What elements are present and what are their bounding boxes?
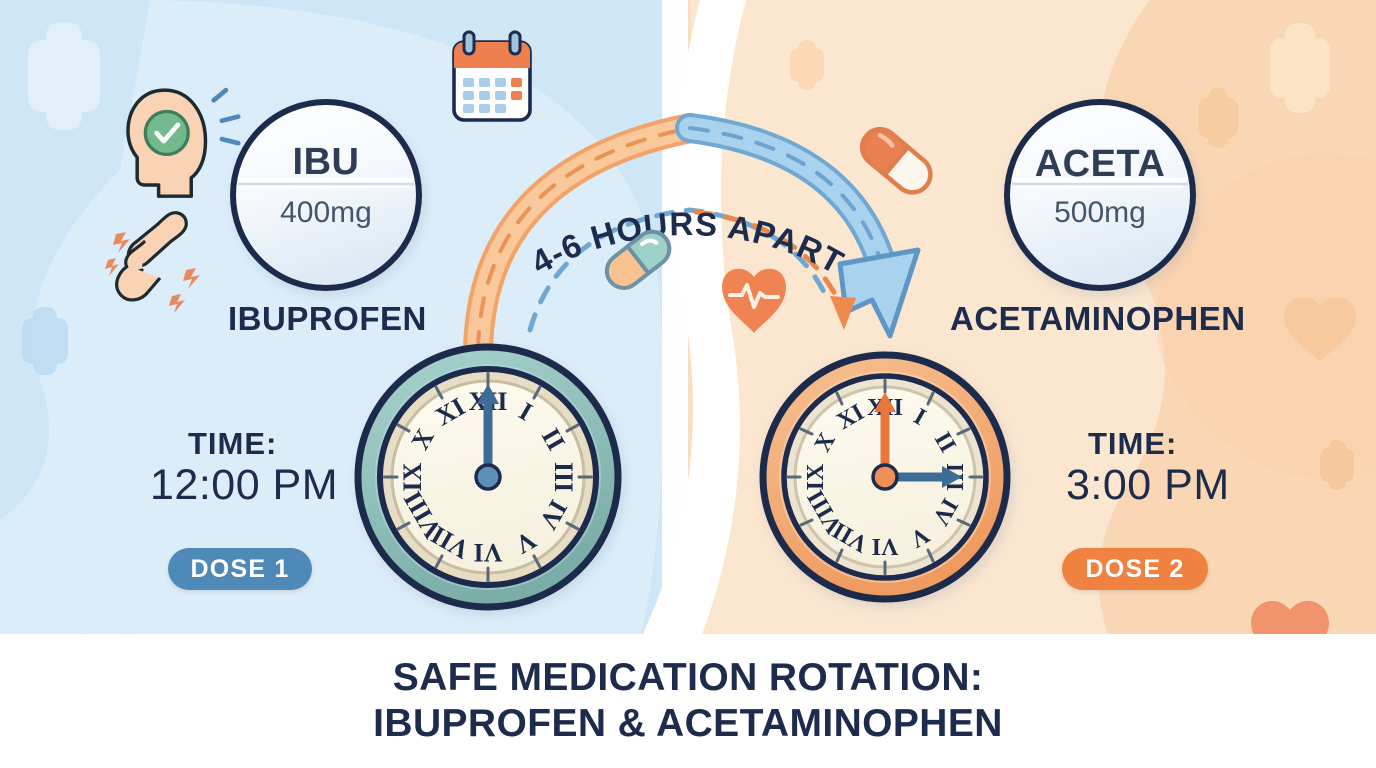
heart-pulse-icon (722, 268, 786, 333)
capsule-teal-icon (604, 229, 672, 290)
ibu-pill-dose: 400mg (280, 196, 372, 229)
cross-icon (790, 40, 824, 90)
clock-numeral: III (549, 462, 578, 492)
capsule-orange-icon (859, 127, 933, 195)
clock-ticks-left (382, 371, 594, 583)
clock-numeral: VI (474, 538, 503, 567)
clock-left: XIIIIIIIIIVVVIVIIVIIIIXXXI (354, 343, 622, 611)
title-line-1: SAFE MEDICATION ROTATION: (392, 655, 984, 699)
clock-numeral: IX (803, 463, 829, 490)
joint-pain-icon (105, 211, 200, 313)
calendar-icon (452, 30, 532, 122)
cross-icon (1270, 23, 1330, 113)
right-time-label: TIME: (1088, 426, 1178, 461)
title-line-2: IBUPROFEN & ACETAMINOPHEN (373, 702, 1003, 745)
rotation-arrow (463, 113, 921, 365)
cross-icon (1198, 88, 1238, 148)
center-divider (640, 0, 746, 640)
acetaminophen-tablet (1004, 99, 1196, 291)
clock-ticks-right (786, 378, 984, 576)
heart-icon (1284, 296, 1356, 361)
cross-icon (28, 22, 100, 130)
clock-numeral: VI (872, 533, 899, 559)
ibuprofen-label: IBUPROFEN (228, 300, 427, 337)
right-time-value: 3:00 PM (1066, 461, 1230, 509)
clock-hands-right (871, 392, 962, 491)
cross-icon (1320, 440, 1354, 490)
dose-2-badge[interactable]: DOSE 2 (1062, 548, 1208, 590)
clock-hands-left (474, 384, 502, 491)
ibu-pill-brand: IBU (292, 141, 360, 183)
clock-numeral: IX (398, 462, 427, 491)
title-banner: SAFE MEDICATION ROTATION: IBUPROFEN & AC… (0, 634, 1376, 768)
left-time-label: TIME: (188, 426, 278, 461)
ibuprofen-tablet (230, 99, 422, 291)
aceta-pill-brand: ACETA (1034, 143, 1166, 185)
dose-1-badge[interactable]: DOSE 1 (168, 548, 312, 590)
cross-icon (22, 307, 68, 375)
aceta-pill-dose: 500mg (1054, 196, 1146, 229)
head-check-icon (126, 87, 241, 198)
left-time-value: 12:00 PM (150, 461, 339, 509)
acetaminophen-label: ACETAMINOPHEN (950, 300, 1246, 337)
clock-right: XIIIIIIIIIVVVIVIIVIIIIXXXI (759, 351, 1011, 603)
background-halves (0, 0, 1376, 640)
